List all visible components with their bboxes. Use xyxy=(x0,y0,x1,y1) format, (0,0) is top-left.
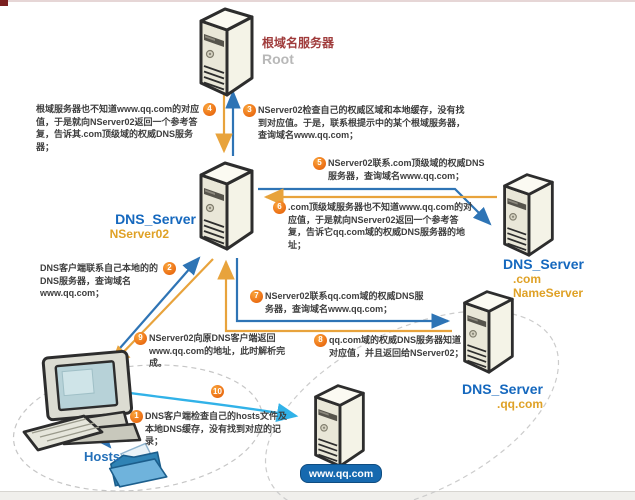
www-qq-com-badge: www.qq.com xyxy=(300,464,382,483)
step-2-note: 2 DNS客户端联系自己本地的的DNS服务器，查询域名www.qq.com； xyxy=(40,262,176,300)
com-label-top: DNS_Server xyxy=(503,256,584,272)
step-2-text: DNS客户端联系自己本地的的DNS服务器，查询域名www.qq.com； xyxy=(40,263,159,298)
com-label-bottom: .com NameServer xyxy=(513,272,584,300)
step-9-text: NServer02向原DNS客户端返回www.qq.com的地址，此时解析完成。 xyxy=(149,333,286,368)
server-icon-com-nameserver xyxy=(503,173,554,257)
hosts-label: Hosts xyxy=(84,449,121,464)
qq-zone-ellipse xyxy=(264,310,560,500)
corner-red-square xyxy=(0,0,8,6)
step-8-note: 8 qq.com域的权威DNS服务器知道对应值，并且返回给NServer02； xyxy=(314,334,466,359)
hosts-folder-icon xyxy=(108,442,168,488)
step-9-badge: 9 xyxy=(134,332,147,345)
step-4-badge: 4 xyxy=(203,103,216,116)
nserver02-label-bottom: NServer02 xyxy=(109,227,169,241)
step-4-text: 根域服务器也不知道www.qq.com的对应值，于是就向NServer02返回一… xyxy=(36,104,200,152)
step-3-badge: 3 xyxy=(243,104,256,117)
qq-label-top: DNS_Server xyxy=(462,381,543,397)
client-computer-icon xyxy=(22,349,142,452)
nserver02-label: DNS_Server NServer02 xyxy=(88,211,196,241)
step-9-note: 9 NServer02向原DNS客户端返回www.qq.com的地址，此时解析完… xyxy=(134,332,296,370)
step-6-text: .com顶级域服务器也不知道www.qq.com的对应值，于是就向NServer… xyxy=(288,202,473,250)
arrow-step10-connect-web xyxy=(115,389,299,423)
step-1-note: 1 DNS客户端检查自己的hosts文件及本地DNS缓存，没有找到对应的记录； xyxy=(130,410,292,448)
arrow-step9-reply-client xyxy=(110,258,214,366)
server-icon-qq-nameserver xyxy=(463,290,514,374)
root-server-label: 根域名服务器 Root xyxy=(262,34,334,67)
client-zone-ellipse xyxy=(12,364,264,492)
step-5-badge: 5 xyxy=(313,157,326,170)
qq-nameserver-label: DNS_Server .qq.com xyxy=(462,381,562,411)
server-icon-root xyxy=(199,7,254,97)
server-icon-nserver02 xyxy=(199,161,254,251)
root-label-cn: 根域名服务器 xyxy=(262,36,335,50)
step-3-note: 3 NServer02检查自己的权威区域和本地缓存，没有找到对应值。于是，联系根… xyxy=(243,104,467,142)
step-7-note: 7 NServer02联系qq.com域的权威DNS服务器，查询域名www.qq… xyxy=(250,290,430,315)
top-border-strip xyxy=(0,0,635,2)
step-1-badge: 1 xyxy=(130,410,143,423)
arrow-step8-reply-qq xyxy=(217,259,452,333)
arrow-step5-query-com xyxy=(258,187,492,226)
step-5-text: NServer02联系.com顶级域的权威DNS服务器，查询域名www.qq.c… xyxy=(328,158,485,181)
step-10-badge: 10 xyxy=(211,385,224,398)
step-7-text: NServer02联系qq.com域的权威DNS服务器，查询域名www.qq.c… xyxy=(265,291,424,314)
step-8-text: qq.com域的权威DNS服务器知道对应值，并且返回给NServer02； xyxy=(329,335,464,358)
com-nameserver-label: DNS_Server .com NameServer xyxy=(503,256,613,300)
step-4-note: 4 根域服务器也不知道www.qq.com的对应值，于是就向NServer02返… xyxy=(36,103,216,153)
step-2-badge: 2 xyxy=(163,262,176,275)
step-8-badge: 8 xyxy=(314,334,327,347)
step-6-badge: 6 xyxy=(273,201,286,214)
server-icon-www-qq-com xyxy=(314,384,365,468)
step-6-note: 6 .com顶级域服务器也不知道www.qq.com的对应值，于是就向NServ… xyxy=(273,201,475,251)
step-5-note: 5 NServer02联系.com顶级域的权威DNS服务器，查询域名www.qq… xyxy=(313,157,489,182)
step-7-badge: 7 xyxy=(250,290,263,303)
root-label-en: Root xyxy=(262,51,294,67)
step-1-text: DNS客户端检查自己的hosts文件及本地DNS缓存，没有找到对应的记录； xyxy=(145,411,288,446)
arrow-step7-query-qq xyxy=(235,258,451,329)
step-3-text: NServer02检查自己的权威区域和本地缓存，没有找到对应值。于是，联系根提示… xyxy=(258,105,466,140)
nserver02-label-top: DNS_Server xyxy=(115,211,196,227)
qq-label-bottom: .qq.com xyxy=(497,397,544,411)
bottom-border-strip xyxy=(0,491,635,500)
